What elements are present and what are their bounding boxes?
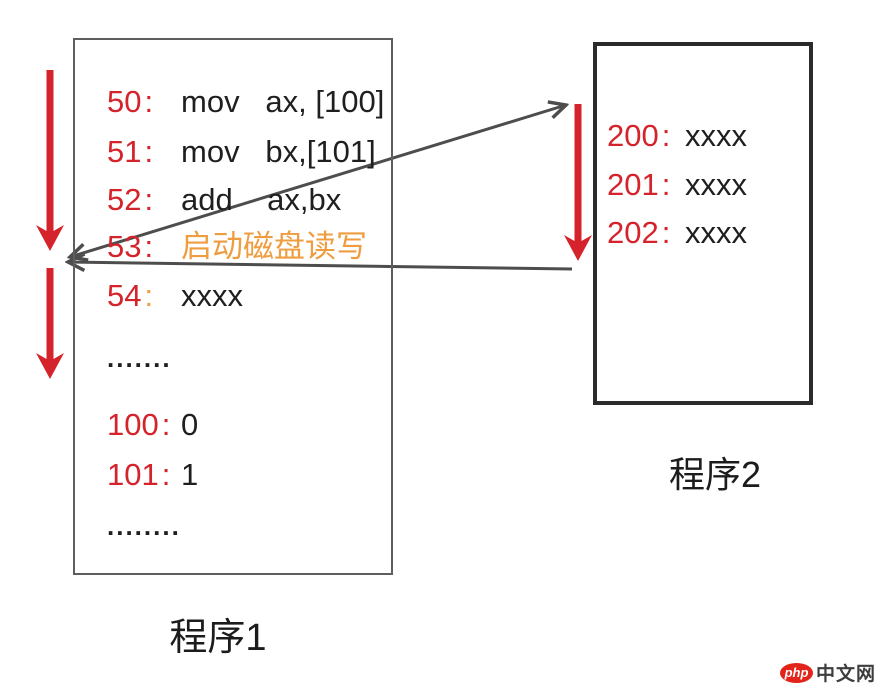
code-row: 51:mov bx,[101] <box>107 135 376 169</box>
instruction-text: 1 <box>181 457 199 492</box>
code-row: 54:xxxx <box>107 279 243 313</box>
address-number: 54 <box>107 278 142 313</box>
code-row: 101:1 <box>107 458 198 492</box>
address-number: 101 <box>107 457 159 492</box>
address-colon: : <box>161 407 171 442</box>
code-row: 100:0 <box>107 408 198 442</box>
code-row: 52:add ax,bx <box>107 183 341 217</box>
address-label: 200: <box>607 119 677 153</box>
site-watermark: php 中文网 <box>779 659 876 686</box>
instruction-text: mov ax, [100] <box>181 84 385 119</box>
code-row: 53:启动磁盘读写 <box>107 230 367 264</box>
ellipsis-text: ....... <box>107 343 172 373</box>
address-label: 201: <box>607 168 677 202</box>
address-colon: : <box>144 278 154 313</box>
address-number: 202 <box>607 215 659 250</box>
ellipsis-row: ....... <box>107 340 172 375</box>
address-number: 53 <box>107 229 142 264</box>
ellipsis-row: ........ <box>107 508 181 543</box>
instruction-text: xxxx <box>685 118 747 153</box>
execution-arrow-program2-icon <box>564 104 592 261</box>
code-row: 50:mov ax, [100] <box>107 85 384 119</box>
address-number: 51 <box>107 134 142 169</box>
instruction-text: xxxx <box>685 167 747 202</box>
address-colon: : <box>144 229 154 264</box>
execution-arrow-program1-upper-icon <box>36 70 64 251</box>
program1-label: 程序1 <box>169 617 267 659</box>
address-number: 200 <box>607 118 659 153</box>
address-colon: : <box>661 167 671 202</box>
address-label: 50: <box>107 85 173 119</box>
instruction-text: add ax,bx <box>181 182 342 217</box>
address-label: 54: <box>107 279 173 313</box>
instruction-text: xxxx <box>181 278 243 313</box>
address-number: 50 <box>107 84 142 119</box>
address-number: 100 <box>107 407 159 442</box>
program1-box: 50:mov ax, [100]51:mov bx,[101]52:add ax… <box>73 38 393 575</box>
address-colon: : <box>144 84 154 119</box>
address-number: 52 <box>107 182 142 217</box>
execution-arrow-program1-lower-icon <box>36 268 64 379</box>
ellipsis-text: ........ <box>107 511 181 541</box>
address-colon: : <box>144 134 154 169</box>
address-colon: : <box>161 457 171 492</box>
address-label: 101: <box>107 458 173 492</box>
instruction-text: mov bx,[101] <box>181 134 376 169</box>
code-row: 201:xxxx <box>607 168 747 202</box>
program2-label: 程序2 <box>668 454 762 495</box>
instruction-text: 0 <box>181 407 199 442</box>
address-label: 51: <box>107 135 173 169</box>
instruction-text: xxxx <box>685 215 747 250</box>
address-colon: : <box>661 118 671 153</box>
address-label: 100: <box>107 408 173 442</box>
code-row: 202:xxxx <box>607 216 747 250</box>
address-label: 53: <box>107 230 173 264</box>
address-colon: : <box>661 215 671 250</box>
address-label: 52: <box>107 183 173 217</box>
instruction-text-highlight: 启动磁盘读写 <box>181 229 367 264</box>
code-row: 200:xxxx <box>607 119 747 153</box>
php-logo-icon: php <box>779 662 813 683</box>
address-label: 202: <box>607 216 677 250</box>
watermark-text: 中文网 <box>815 664 876 685</box>
address-number: 201 <box>607 167 659 202</box>
address-colon: : <box>144 182 154 217</box>
